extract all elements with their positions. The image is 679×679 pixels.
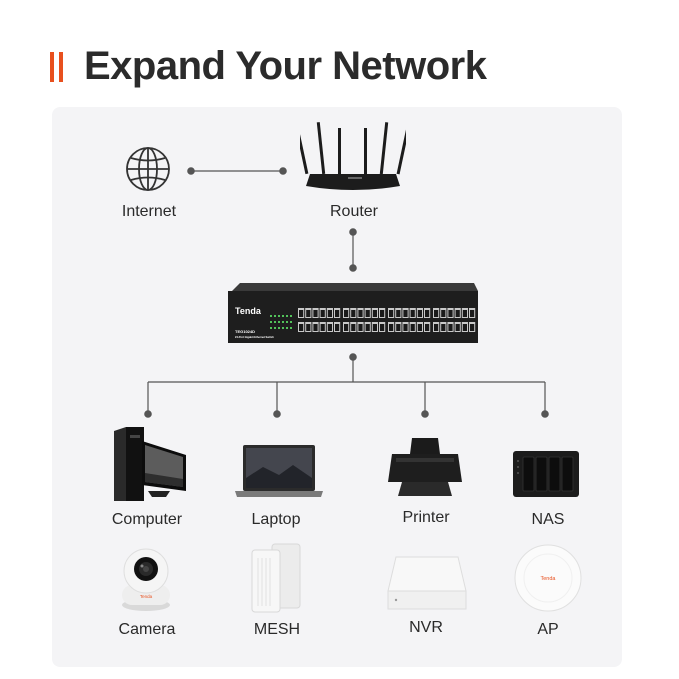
- nvr-label: NVR: [409, 619, 443, 636]
- computer-label: Computer: [111, 511, 183, 528]
- globe-icon: [126, 147, 170, 191]
- nas-label: NAS: [531, 511, 565, 528]
- printer-label: Printer: [402, 509, 450, 526]
- laptop-icon: [235, 445, 323, 497]
- ap-icon: Tenda: [514, 544, 582, 612]
- mesh-label: MESH: [253, 621, 301, 638]
- title-accent: [50, 52, 66, 82]
- switch-brand: Tenda: [235, 306, 262, 316]
- internet-label: Internet: [121, 203, 177, 220]
- nas-icon: [513, 451, 579, 497]
- switch-model: TEG1024D: [235, 329, 255, 334]
- nvr-icon: [387, 556, 467, 610]
- laptop-label: Laptop: [251, 511, 301, 528]
- camera-icon: Tenda: [122, 548, 170, 611]
- mesh-icon: [251, 543, 301, 613]
- page-title: Expand Your Network: [84, 44, 487, 88]
- ap-brand: Tenda: [541, 576, 557, 582]
- switch-ports: [298, 308, 476, 332]
- switch-subtitle: 24-Port Gigabit Ethernet Switch: [235, 335, 274, 339]
- router-label: Router: [329, 203, 379, 220]
- printer-icon: [388, 438, 462, 496]
- computer-icon: [114, 427, 186, 501]
- camera-label: Camera: [118, 621, 176, 638]
- ap-label: AP: [537, 621, 559, 638]
- network-switch: Tenda TEG1024D 24-Port Gigabit Ethernet …: [228, 283, 478, 343]
- router-icon: [300, 122, 406, 190]
- camera-brand: Tenda: [140, 594, 153, 599]
